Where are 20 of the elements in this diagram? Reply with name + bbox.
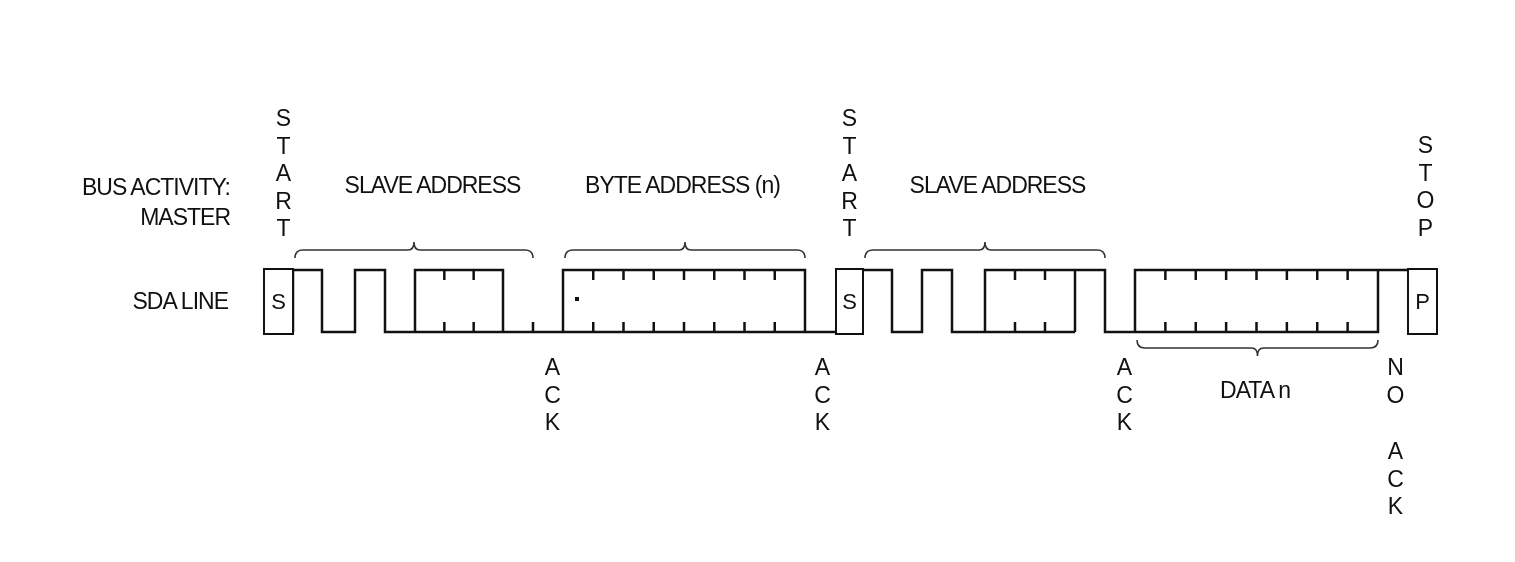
bit-symbol: S (842, 288, 857, 315)
symbol-box (835, 268, 864, 335)
vertical-label: START (840, 105, 859, 243)
vertical-label: ACK (813, 354, 832, 437)
vertical-label: START (274, 105, 293, 243)
vertical-label: NO (1385, 354, 1406, 409)
field-label: BYTE ADDRESS (n) (584, 171, 781, 200)
symbol-box (263, 268, 294, 335)
vertical-label: STOP (1415, 132, 1436, 242)
vertical-label: ACK (1115, 354, 1134, 437)
row-label: SDA LINE (131, 287, 228, 316)
symbol-box (1407, 268, 1438, 335)
vertical-label: ACK (543, 354, 562, 437)
field-label: DATA n (1219, 376, 1291, 405)
field-label: SLAVE ADDRESS (343, 171, 522, 200)
bit-symbol: P (1415, 288, 1430, 315)
bit-symbol: S (271, 288, 286, 315)
row-label: BUS ACTIVITY: MASTER (80, 173, 230, 232)
vertical-label: ACK (1386, 438, 1405, 521)
field-label: SLAVE ADDRESS (908, 171, 1087, 200)
